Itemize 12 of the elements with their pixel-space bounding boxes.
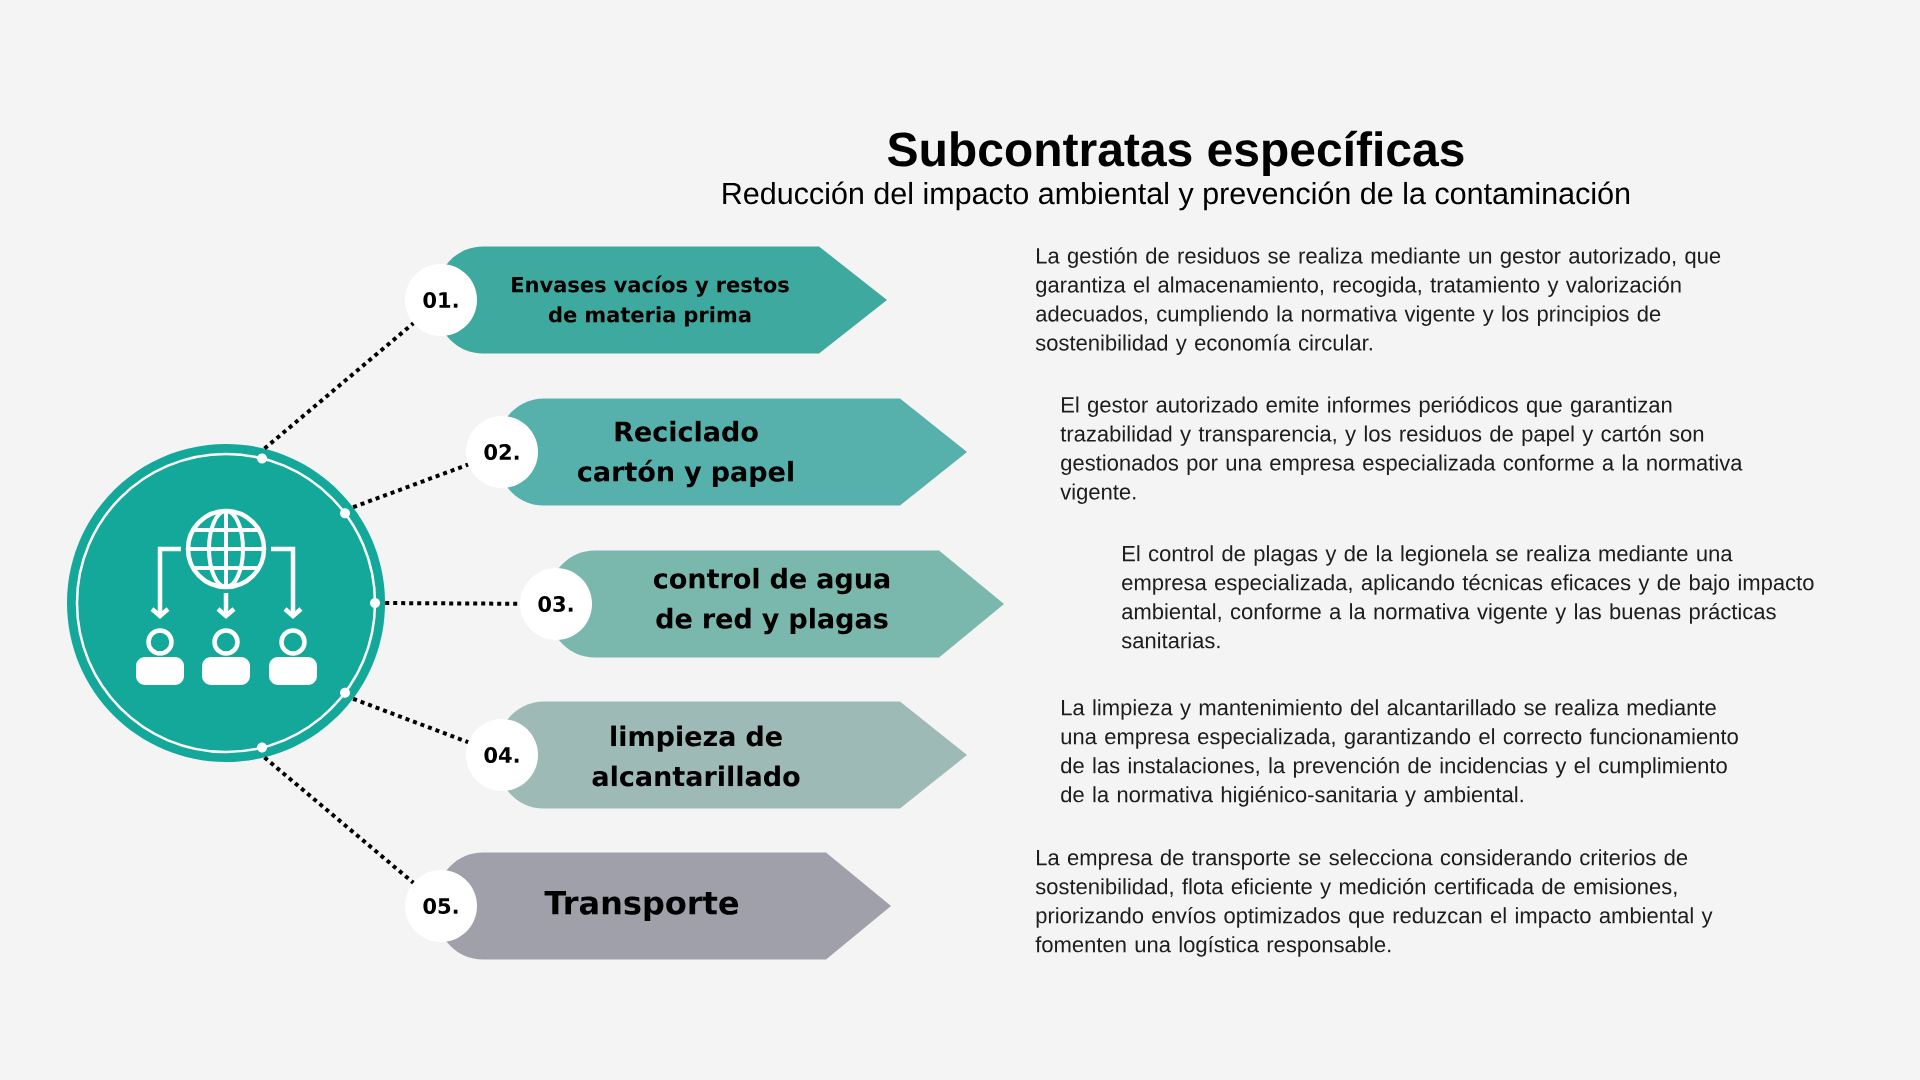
- dotted-line: [263, 755, 415, 885]
- title: Subcontratas específicas: [887, 130, 1464, 176]
- dotted-line: [352, 462, 469, 510]
- subtitle: Reducción del impacto ambiental y prevención de la contaminación: [723, 181, 1630, 211]
- description-text: La empresa de transporte se selecciona considerando criterios de sostenibilidad, flota eficiente y medición certificada de emisiones, priorizando envíos optimizados que reduzcan el impacto ambiental y fomenten una logística responsable.: [1035, 849, 1713, 957]
- description-text: El control de plagas y de la legionela se realiza mediante una empresa especializada, aplicando técnicas eficaces y de bajo impacto ambiental, conforme a la normativa vigente y las buenas prácticas sanitarias.: [1121, 545, 1814, 649]
- dotted-line: [263, 321, 415, 451]
- dotted-line: [385, 601, 520, 606]
- dotted-line: [352, 696, 469, 745]
- description-text: La limpieza y mantenimiento del alcantarillado se realiza mediante una empresa especializada, garantizando el correcto funcionamiento de las instalaciones, la prevención de incidencias y el cumplimiento de la normativa higiénico-sanitaria y ambiental.: [1061, 699, 1738, 807]
- description-text: La gestión de residuos se realiza mediante un gestor autorizado, que garantiza el almacenamiento, recogida, tratamiento y valorización adecuados, cumpliendo la normativa vigente y los principios de sostenibilidad y economía circular.: [1035, 247, 1721, 355]
- description-text: El gestor autorizado emite informes periódicos que garantizan trazabilidad y transparencia, y los residuos de papel y cartón son gestionados por una empresa especializada conforme a la normativa vigente.: [1060, 396, 1743, 504]
